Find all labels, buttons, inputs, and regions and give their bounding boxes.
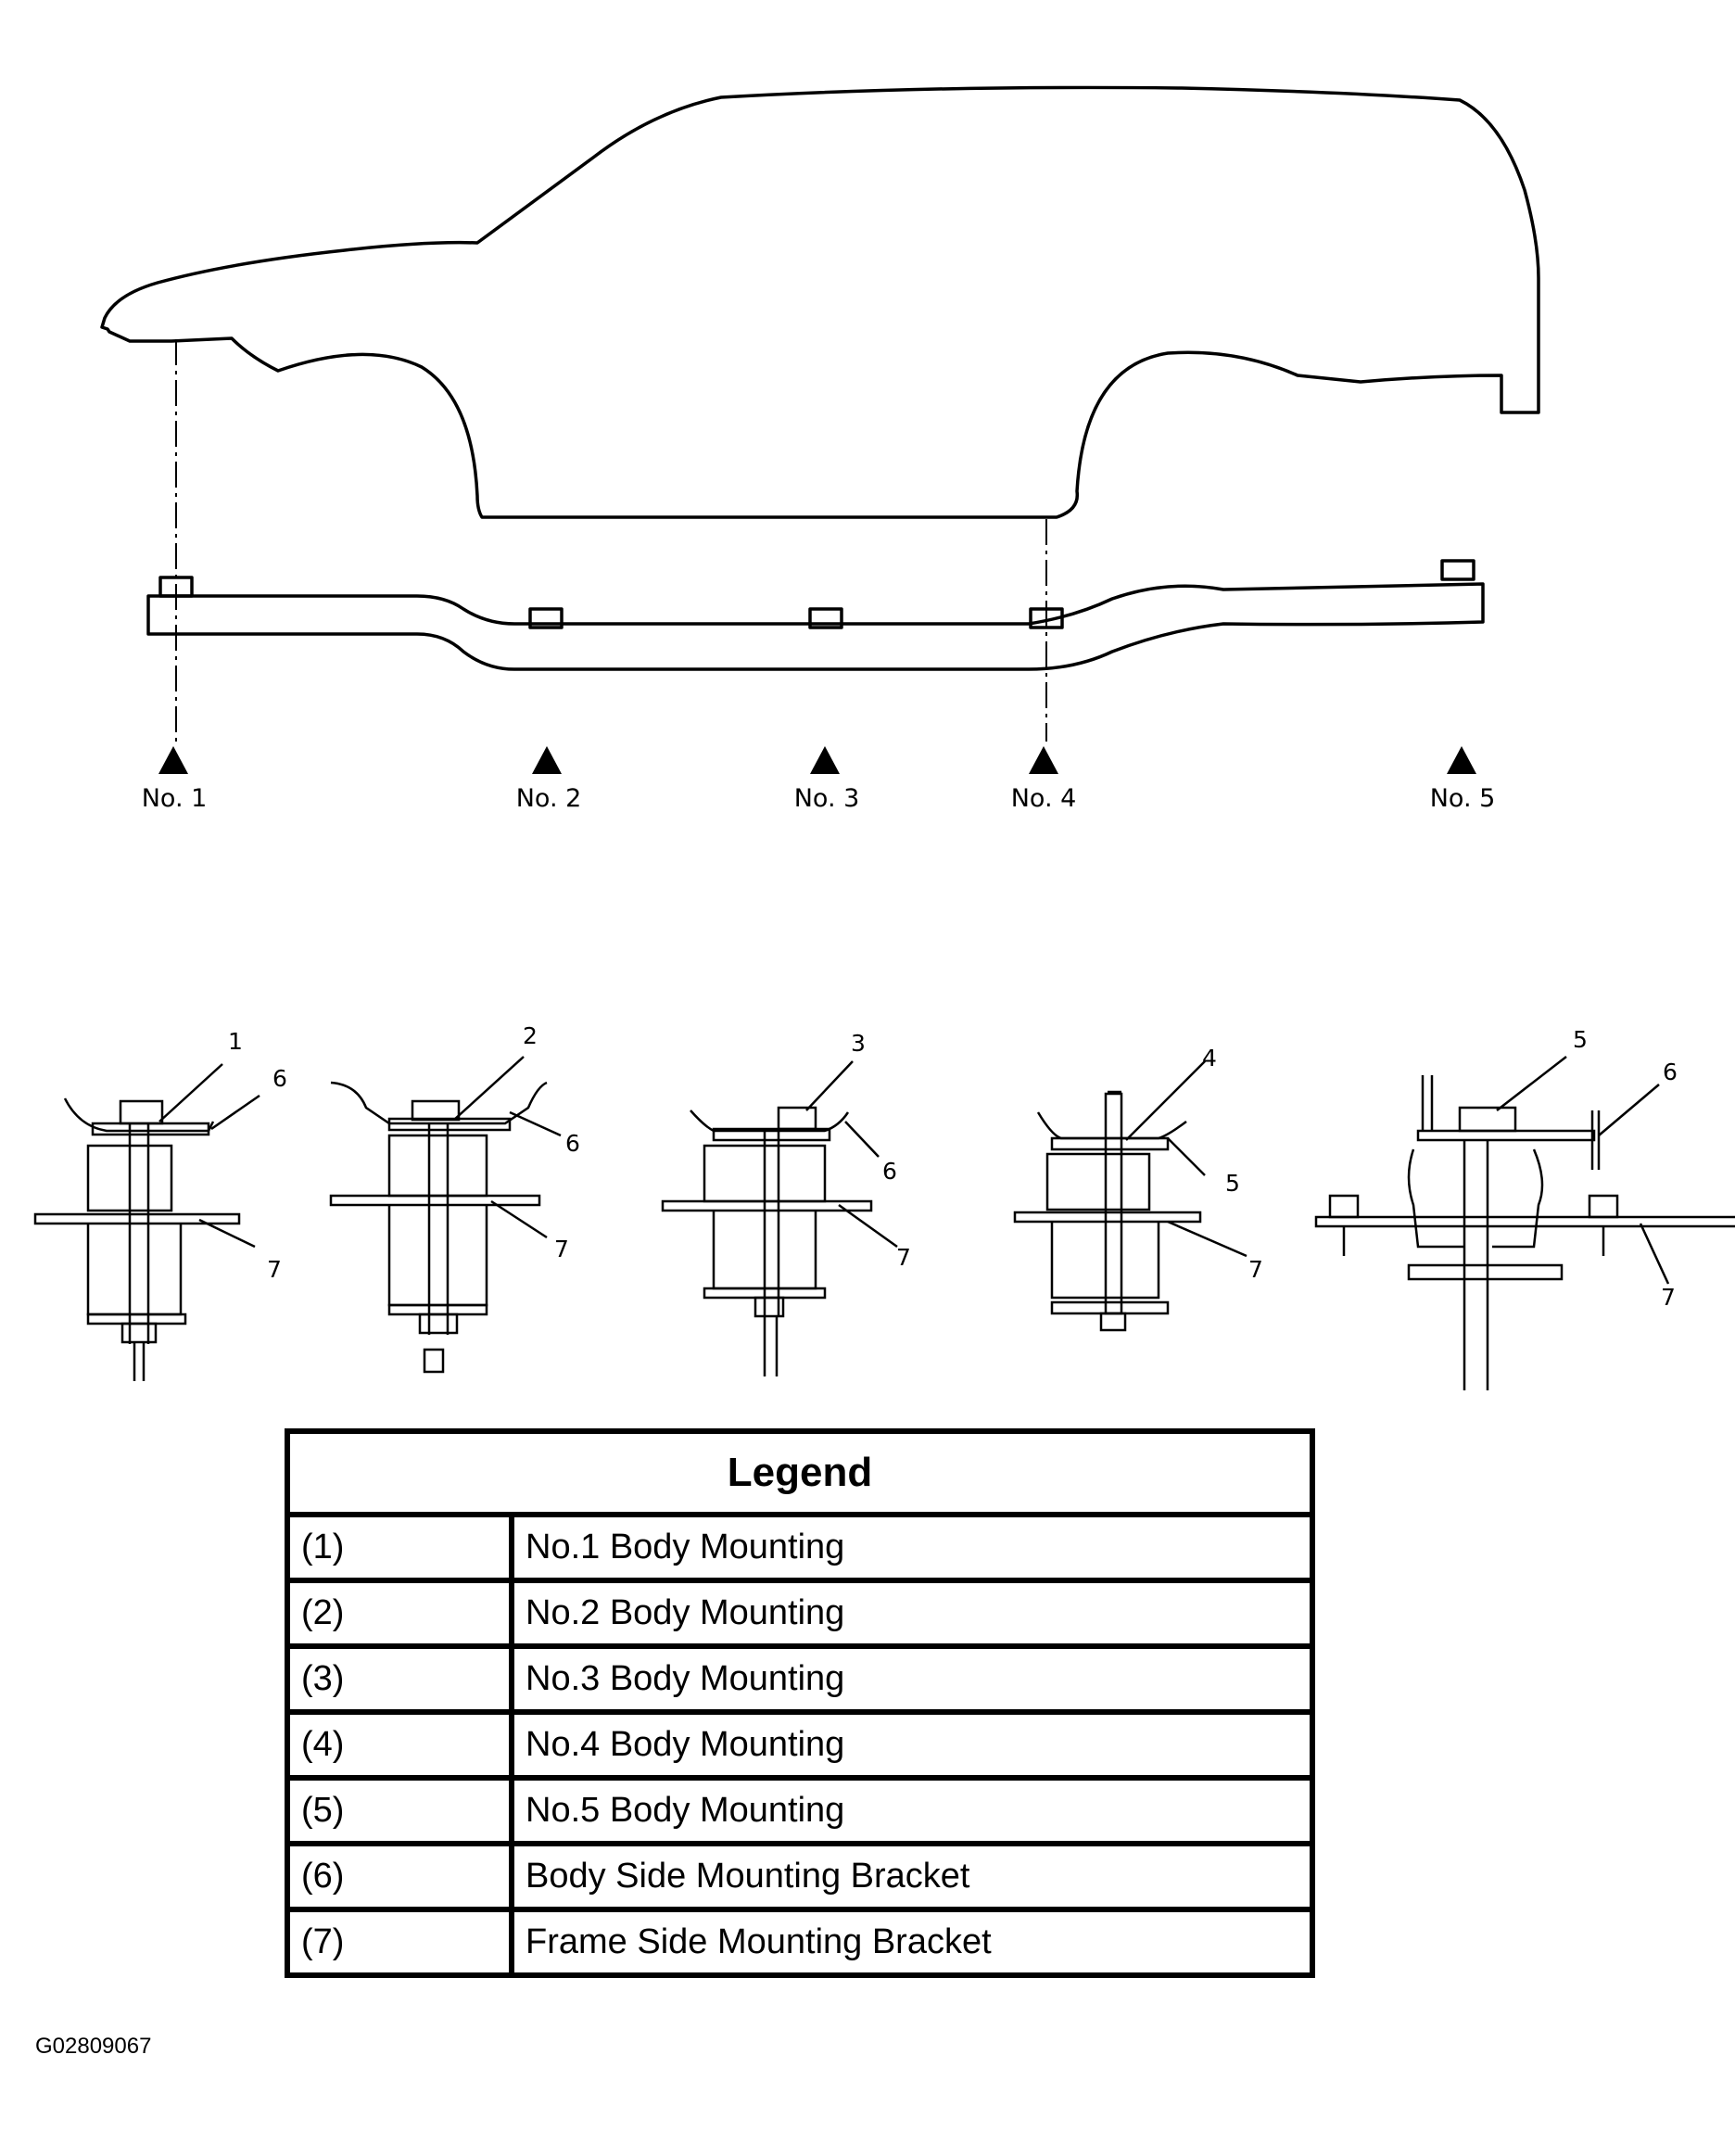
callout-3: 3 — [851, 1030, 866, 1057]
legend-text: No.4 Body Mounting — [509, 1709, 1315, 1781]
callout-7: 7 — [554, 1236, 569, 1262]
legend-row: (5) No.5 Body Mounting — [285, 1775, 1315, 1846]
legend-row: (7) Frame Side Mounting Bracket — [285, 1907, 1315, 1978]
callout-4: 4 — [1202, 1045, 1217, 1072]
legend-text: Frame Side Mounting Bracket — [509, 1907, 1315, 1978]
section-detail-3 — [661, 1060, 898, 1376]
callout-7: 7 — [896, 1244, 911, 1271]
position-label-2: No. 2 — [516, 784, 582, 813]
section-detail-2 — [329, 1056, 562, 1374]
legend-key: (5) — [285, 1775, 514, 1846]
position-marker-2 — [532, 746, 562, 774]
callout-5: 5 — [1573, 1026, 1588, 1053]
legend-row: (2) No.2 Body Mounting — [285, 1578, 1315, 1649]
position-label-5: No. 5 — [1430, 784, 1496, 813]
legend-row: (1) No.1 Body Mounting — [285, 1512, 1315, 1583]
section-detail-1 — [33, 1063, 260, 1381]
legend-text: No.5 Body Mounting — [509, 1775, 1315, 1846]
legend-text: No.2 Body Mounting — [509, 1578, 1315, 1649]
legend-key: (6) — [285, 1841, 514, 1912]
frame-boss-5 — [1440, 559, 1475, 581]
callout-6: 6 — [565, 1130, 580, 1157]
frame-rail — [146, 582, 1485, 671]
position-marker-3 — [810, 746, 840, 774]
legend-row: (4) No.4 Body Mounting — [285, 1709, 1315, 1781]
position-label-3: No. 3 — [794, 784, 860, 813]
position-label-4: No. 4 — [1011, 784, 1077, 813]
legend-title: Legend — [285, 1428, 1315, 1517]
section-detail-4 — [1013, 1060, 1247, 1332]
legend-table: Legend (1) No.1 Body Mounting (2) No.2 B… — [285, 1428, 1315, 1978]
position-label-1: No. 1 — [142, 784, 208, 813]
callout-7: 7 — [1661, 1284, 1676, 1311]
legend-key: (1) — [285, 1512, 514, 1583]
position-marker-5 — [1447, 746, 1476, 774]
position-marker-4 — [1029, 746, 1058, 774]
body-mounting-diagram: No. 1 No. 2 No. 3 No. 4 No. 5 — [33, 85, 1735, 1390]
frame-boss-2 — [528, 607, 564, 629]
callout-6: 6 — [272, 1065, 287, 1092]
callout-2: 2 — [523, 1022, 538, 1049]
legend-key: (7) — [285, 1907, 514, 1978]
position-marker-1 — [158, 746, 188, 774]
vehicle-body-outline — [100, 85, 1540, 519]
callout-6: 6 — [1663, 1059, 1678, 1085]
legend-text: No.3 Body Mounting — [509, 1643, 1315, 1715]
figure-id: G02809067 — [35, 2034, 152, 2059]
frame-boss-3 — [808, 607, 843, 629]
legend-text: Body Side Mounting Bracket — [509, 1841, 1315, 1912]
callout-6: 6 — [882, 1158, 897, 1185]
section-detail-5 — [1314, 1056, 1735, 1390]
callout-7: 7 — [1248, 1256, 1263, 1283]
callout-1: 1 — [228, 1028, 243, 1055]
legend-key: (3) — [285, 1643, 514, 1715]
legend-row: (3) No.3 Body Mounting — [285, 1643, 1315, 1715]
legend-key: (2) — [285, 1578, 514, 1649]
legend-key: (4) — [285, 1709, 514, 1781]
legend-row: (6) Body Side Mounting Bracket — [285, 1841, 1315, 1912]
callout-7: 7 — [267, 1256, 282, 1283]
legend-text: No.1 Body Mounting — [509, 1512, 1315, 1583]
callout-5: 5 — [1225, 1170, 1240, 1197]
